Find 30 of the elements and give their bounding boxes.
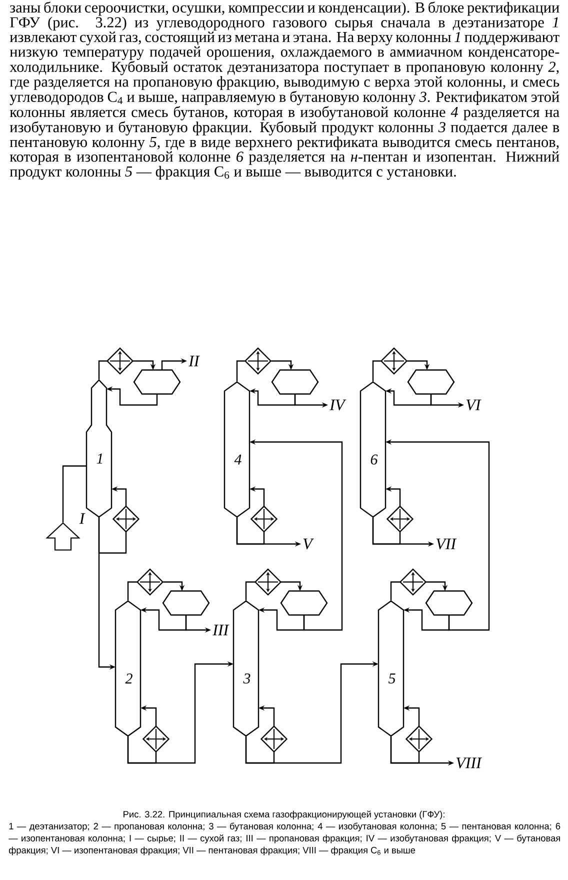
reflux-drum <box>162 590 210 616</box>
distillation-column: 4 <box>224 381 250 518</box>
stream-label: VIII <box>456 758 482 768</box>
flow-line <box>62 465 86 522</box>
flow-line <box>390 581 400 600</box>
distillation-column: 1 <box>86 379 112 518</box>
reflux-drum <box>407 369 455 395</box>
flow-line <box>98 360 107 380</box>
body-text: заны блоки сероочистки, осушки, компрессии и конденсации). В блоке ректификации ГФУ (рис. 3.22) из углеводородного газового сырья сначала в деэтанизаторе 1 извлекают сухой газ, состоящий из метана и этана. На верху колонны 1 поддерживают низкую температуру подачей орошения, охлаждаемого в аммиачном конденсаторе-холодильнике. Кубовый остаток деэтанизатора поступает в пропановую колонну 2, где разделяется на пропановую фракцию, выводимую с верха этой колонны, и смесь углеводородов C$_{4}$ и выше, направляемую в бутановую колонну 3. Ректификатом этой колонны является смесь бутанов, которая в изобутановой колонне 4 разделяется на изобутановую и бутановую фракции. Кубовый продукт колонны 3 подается далее в пентановую колонну 5, где в виде верхнего ректификата выводится смесь пентанов, которая в изопентановой колонне 6 разделяется на н-пентан и изопентан. Нижний продукт колонны 5 — фракция C$_{6}$ и выше — выводится с установки. <box>10 2 560 180</box>
flow-line <box>372 360 381 382</box>
stream-label: VI <box>466 400 482 410</box>
reflux-drum <box>425 590 473 616</box>
caption-legend: 1 — деэтанизатор; 2 — пропановая колонна; 3 — бутановая колонна; 4 — изобутановая колонна; 5 — пентановая колонна; 6 — изопентановая колонна; I — сырье; II — сухой газ; III — пропановая фракция; IV — изобутановая фракция; V — бутановая фракция; VI — изопентановая фракция; VII — пентановая фракция; VIII — фракция C$_{6}$ и выше <box>8 822 560 856</box>
stream-label: III <box>212 624 230 636</box>
distillation-column: 6 <box>360 381 386 518</box>
stream-label: I <box>79 513 86 524</box>
stream-label: IV <box>330 400 346 410</box>
distillation-column: 3 <box>232 600 260 737</box>
stream-label: II <box>188 356 200 366</box>
flow-line <box>127 581 137 600</box>
reflux-drum <box>271 369 319 395</box>
figure-caption: Рис. 3.22. Принципиальная схема газофракционирующей установки (ГФУ): <box>124 810 444 820</box>
stream-label: VII <box>436 538 457 550</box>
distillation-column: 2 <box>114 600 142 737</box>
flow-line <box>236 360 245 382</box>
reflux-drum <box>280 590 328 616</box>
flow-line <box>245 581 255 600</box>
reflux-drum <box>133 369 181 395</box>
stream-label: V <box>303 538 314 550</box>
distillation-column: 5 <box>378 600 404 737</box>
